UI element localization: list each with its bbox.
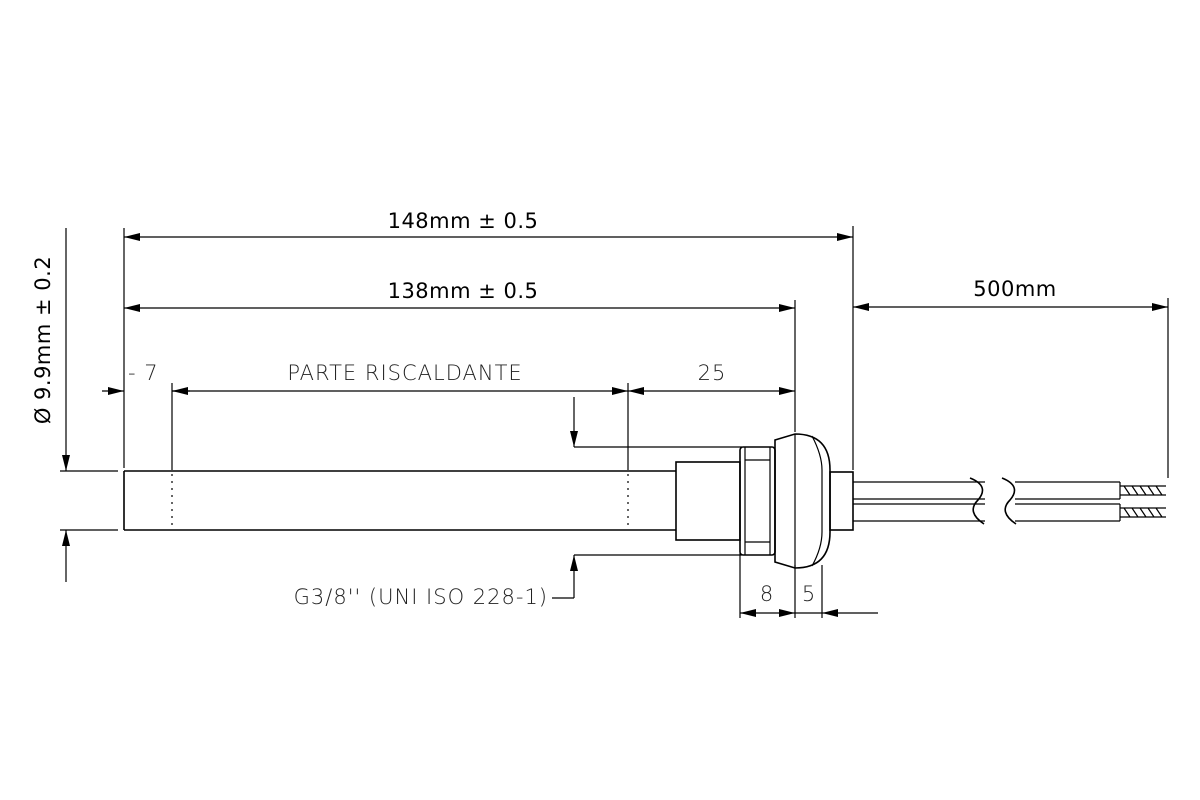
cable-length-label: 500mm: [973, 277, 1057, 301]
thread-label: G3/8'' (UNI ISO 228-1): [294, 585, 548, 609]
heater-tube: [123, 470, 676, 531]
thread-section: [675, 461, 741, 541]
cold-end-label: 25: [698, 361, 727, 385]
dimension-138: [124, 304, 795, 312]
dimension-nut-collar: [740, 609, 878, 617]
hex-nut: [739, 446, 776, 556]
heating-zone-label: PARTE RISCALDANTE: [287, 361, 522, 385]
overall-length-label: 148mm ± 0.5: [388, 209, 539, 233]
diameter-label: Ø 9.9mm ± 0.2: [31, 256, 55, 424]
cable-sleeve: [829, 471, 854, 531]
dimension-500: [853, 303, 1168, 311]
dimension-thread: [552, 397, 578, 599]
cables: [853, 477, 1166, 525]
nut-width-label: 8: [760, 582, 774, 606]
dimension-diameter: [62, 228, 70, 582]
dimension-148: [124, 233, 853, 241]
hex-collar: [774, 433, 831, 569]
extension-lines: [60, 226, 1169, 618]
dimension-heating-row: [102, 387, 795, 395]
collar-width-label: 5: [802, 582, 816, 606]
cold-tip-label: - 7: [128, 361, 159, 385]
body-length-label: 138mm ± 0.5: [388, 279, 539, 303]
